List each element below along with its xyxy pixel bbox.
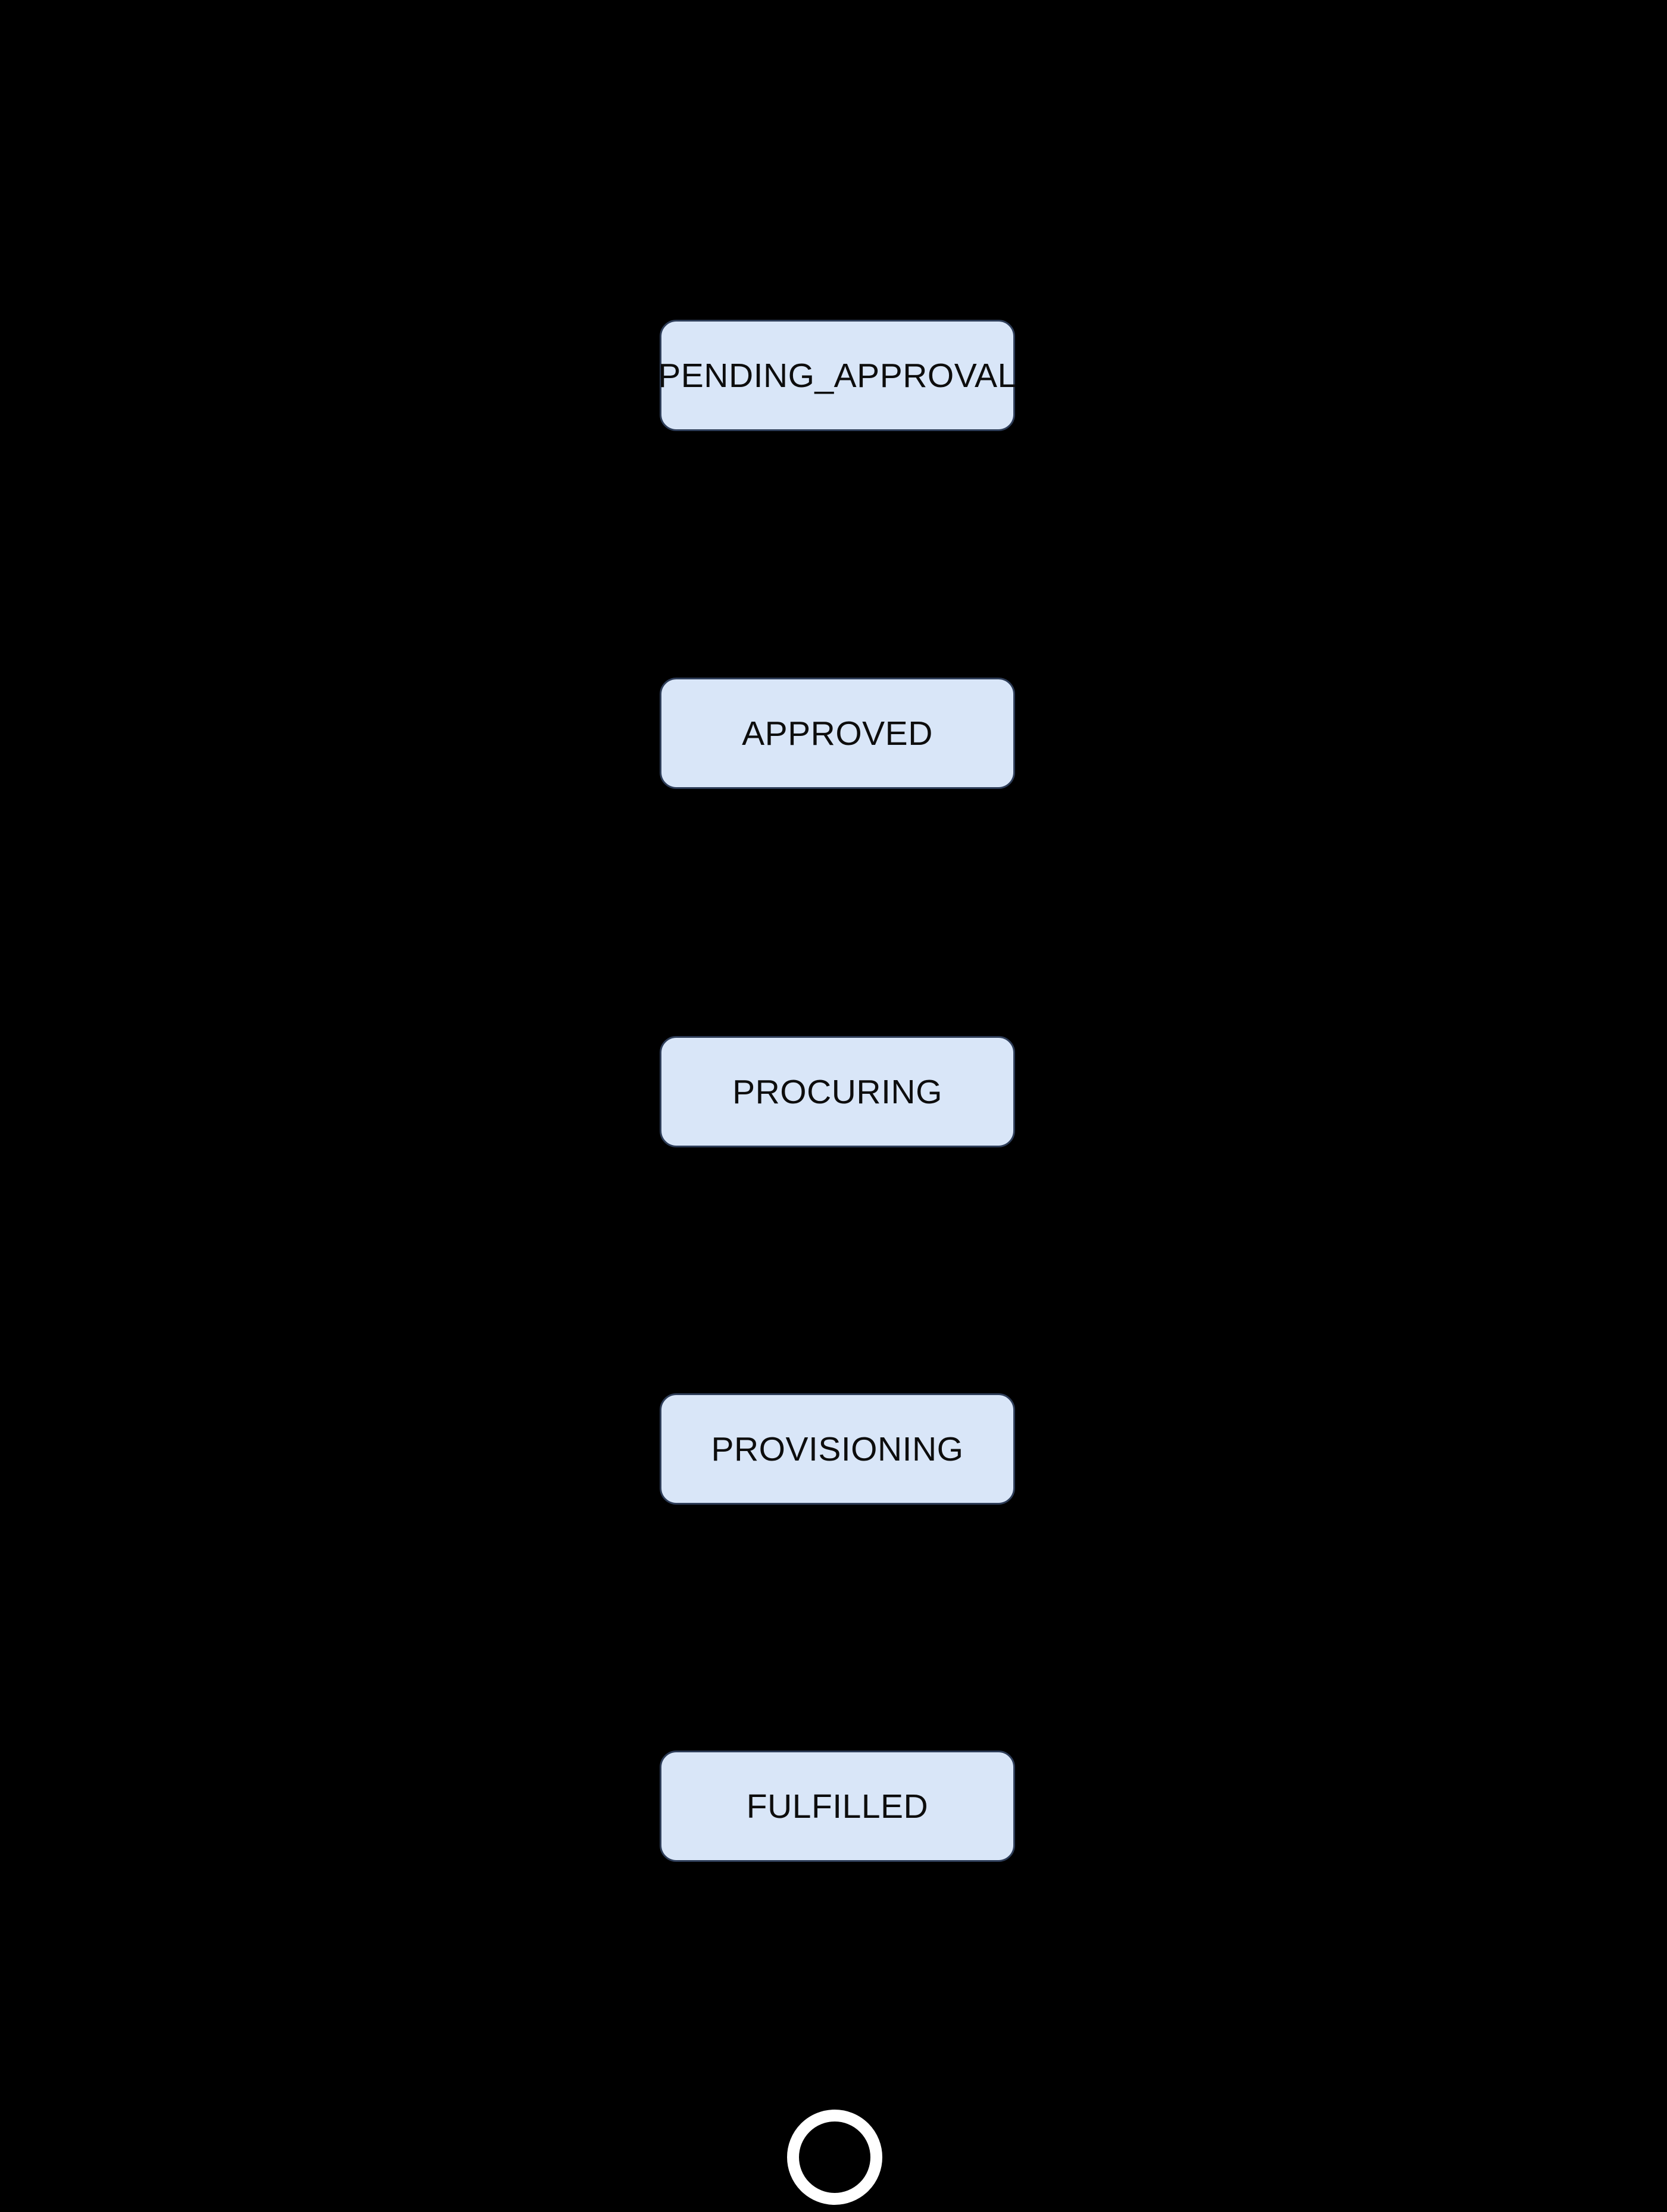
final-state-circle-icon xyxy=(787,2110,882,2205)
state-label-procuring: PROCURING xyxy=(732,1072,942,1111)
state-box-pending-approval: PENDING_APPROVAL xyxy=(658,320,1017,431)
state-label-fulfilled: FULFILLED xyxy=(746,1787,929,1826)
state-label-provisioning: PROVISIONING xyxy=(711,1430,964,1468)
state-box-fulfilled: FULFILLED xyxy=(660,1751,1015,1862)
state-label-pending-approval: PENDING_APPROVAL xyxy=(658,356,1017,395)
state-box-approved: APPROVED xyxy=(660,678,1015,789)
state-label-approved: APPROVED xyxy=(742,714,933,753)
state-box-procuring: PROCURING xyxy=(660,1036,1015,1147)
state-box-provisioning: PROVISIONING xyxy=(660,1393,1015,1505)
